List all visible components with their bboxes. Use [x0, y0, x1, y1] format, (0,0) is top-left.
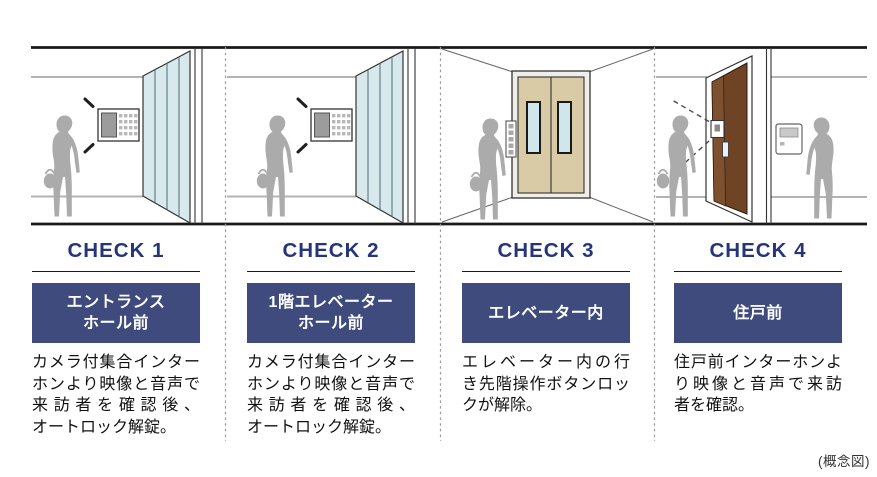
visitor-silhouette: [255, 115, 293, 217]
check-label: CHECK 3: [497, 239, 595, 262]
ceiling-floor-edges: [31, 46, 867, 226]
apartment-door: [705, 48, 772, 224]
camera-intercom-icon: [296, 97, 353, 154]
description-line: オートロック解錠。: [32, 418, 177, 436]
description-line: 者を確認。: [674, 397, 755, 414]
description-text: エレベーター内の行き先階操作ボタンロックが解除。: [462, 352, 630, 417]
description-line: クが解除。: [462, 397, 543, 414]
title-underline: [462, 271, 630, 272]
title-underline: [247, 271, 415, 272]
description-line: り映像と音声で来訪: [674, 375, 842, 393]
description-line: 来訪者を確認後、: [247, 397, 415, 414]
description-line: 住戸前インターホンよ: [674, 354, 842, 371]
description-line: カメラ付集合インター: [32, 354, 200, 371]
door-handle: [722, 141, 729, 158]
scene-dwelling-entrance: [655, 48, 867, 224]
description-text: 住戸前インターホンより映像と音声で来訪者を確認。: [674, 352, 842, 417]
caption-note: (概念図): [818, 454, 870, 469]
check-panel-2: CHECK 2 1階エレベーター ホール前 カメラ付集合インターホンより映像と音…: [247, 238, 415, 438]
location-badge: エントランス ホール前: [32, 283, 200, 343]
scene-elevator-interior: [441, 48, 654, 223]
elevator-buttons-panel: [505, 120, 517, 158]
check-label: CHECK 2: [282, 239, 380, 262]
description-line: ホンより映像と音声で: [247, 375, 415, 393]
check-panel-1: CHECK 1 エントランス ホール前 カメラ付集合インターホンより映像と音声で…: [32, 238, 200, 438]
description-line: エレベーター内の行: [462, 354, 630, 371]
title-underline: [32, 271, 200, 272]
visitor-silhouette: [655, 115, 696, 217]
check-label: CHECK 1: [67, 239, 165, 262]
description-line: オートロック解錠。: [247, 418, 392, 436]
glass-partition: [142, 48, 203, 225]
visitor-silhouette: [468, 118, 506, 220]
visitor-silhouette: [42, 115, 80, 217]
glass-partition: [355, 48, 416, 225]
resident-silhouette: [806, 117, 834, 219]
elevator-doors: [511, 70, 591, 199]
description-line: ホンより映像と音声で: [32, 375, 200, 393]
check-label: CHECK 4: [709, 239, 807, 262]
description-line: 来訪者を確認後、: [32, 397, 200, 414]
interior-monitor-icon: [775, 123, 803, 155]
description-line: カメラ付集合インター: [247, 354, 415, 371]
check-panel-3: CHECK 3 エレベーター内 エレベーター内の行き先階操作ボタンロックが解除。: [462, 238, 630, 417]
description-text: カメラ付集合インターホンより映像と音声で来訪者を確認後、オートロック解錠。: [247, 352, 415, 438]
title-underline: [674, 271, 842, 272]
camera-intercom-icon: [83, 97, 140, 154]
location-badge: 住戸前: [674, 283, 842, 343]
location-badge: エレベーター内: [462, 283, 630, 343]
description-text: カメラ付集合インターホンより映像と音声で来訪者を確認後、オートロック解錠。: [32, 352, 200, 438]
description-line: き先階操作ボタンロッ: [462, 375, 630, 393]
scene-entrance-hall: [31, 48, 203, 225]
check-panel-4: CHECK 4 住戸前 住戸前インターホンより映像と音声で来訪者を確認。: [674, 238, 842, 417]
location-badge: 1階エレベーター ホール前: [247, 283, 415, 343]
scene-elevator-hall: [227, 48, 416, 225]
door-camera-intercom-icon: [671, 99, 725, 172]
